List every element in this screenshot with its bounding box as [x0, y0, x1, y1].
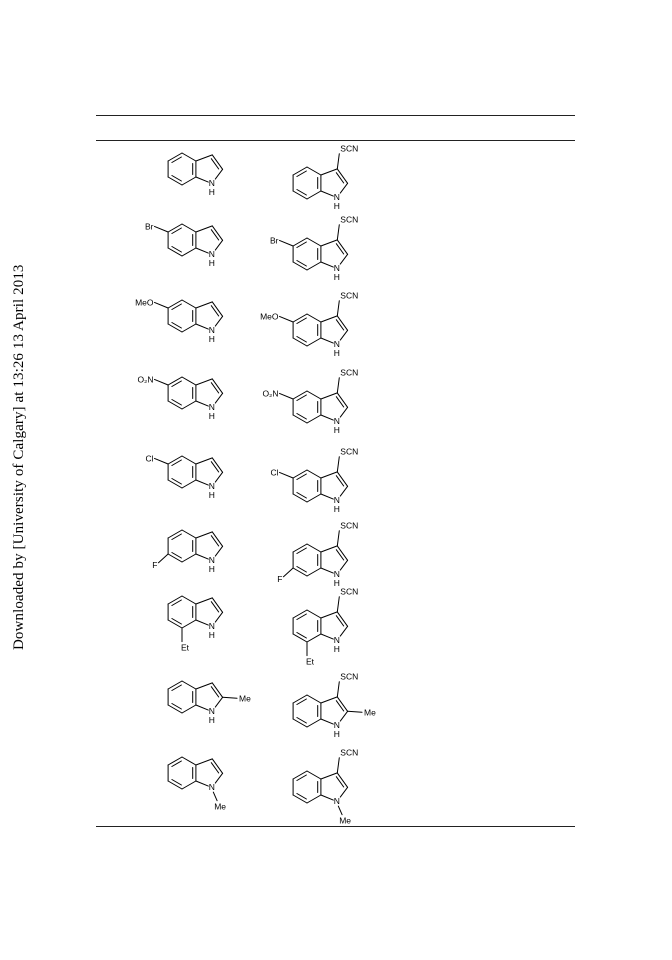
substituent-label: Cl: [270, 467, 278, 477]
nitrogen-label: N: [334, 569, 340, 579]
nh-hydrogen-label: H: [334, 504, 340, 514]
starting-indole-5: NH Cl: [145, 453, 224, 500]
table-bottom-rule: [96, 826, 575, 828]
substituent-label: Me: [214, 802, 226, 812]
nh-hydrogen-label: H: [334, 578, 340, 588]
scn-label: SCN: [340, 672, 358, 682]
nh-hydrogen-label: H: [334, 729, 340, 739]
substituent-label: O₂N: [137, 374, 153, 384]
substituent-label: Me: [239, 693, 251, 703]
thiocyanato-indole-2: NH SCN Br: [270, 215, 358, 282]
nitrogen-label: N: [334, 796, 340, 806]
starting-indole-4: NH O₂N: [137, 374, 224, 421]
table-top-rule: [96, 115, 575, 117]
nh-hydrogen-label: H: [209, 187, 215, 197]
nitrogen-label: N: [209, 706, 215, 716]
nitrogen-label: N: [209, 249, 215, 259]
nh-hydrogen-label: H: [209, 715, 215, 725]
nitrogen-label: N: [209, 178, 215, 188]
nitrogen-label: N: [334, 495, 340, 505]
thiocyanato-indole-6: NH SCN F: [277, 521, 358, 588]
thiocyanato-indole-4: NH SCN O₂N: [262, 368, 358, 435]
nitrogen-label: N: [334, 720, 340, 730]
thiocyanato-indole-8: NH SCN Me: [292, 672, 376, 739]
thiocyanato-indole-1: NH SCN: [292, 144, 358, 211]
nh-hydrogen-label: H: [334, 348, 340, 358]
scn-label: SCN: [340, 368, 358, 378]
starting-indole-8: NH Me: [167, 680, 251, 725]
substituent-label: Et: [306, 657, 315, 667]
nh-hydrogen-label: H: [209, 411, 215, 421]
nh-hydrogen-label: H: [209, 490, 215, 500]
nh-hydrogen-label: H: [334, 272, 340, 282]
nh-hydrogen-label: H: [209, 630, 215, 640]
substituent-label: MeO: [260, 311, 279, 321]
starting-indole-3: NH MeO: [135, 297, 224, 344]
nh-hydrogen-label: H: [334, 425, 340, 435]
scn-label: SCN: [340, 521, 358, 531]
substituent-label: MeO: [135, 297, 154, 307]
scn-label: SCN: [340, 215, 358, 225]
scn-label: SCN: [340, 291, 358, 301]
thiocyanato-indole-9: N SCN Me: [292, 748, 358, 826]
nitrogen-label: N: [334, 416, 340, 426]
thiocyanato-indole-7: NH SCN Et: [292, 587, 358, 667]
starting-indole-7: NH Et: [167, 595, 224, 653]
substituent-label: Cl: [145, 453, 153, 463]
nitrogen-label: N: [209, 782, 215, 792]
nitrogen-label: N: [334, 339, 340, 349]
table-header-rule: [96, 140, 575, 141]
substituent-label: Me: [364, 707, 376, 717]
substituent-label: F: [152, 560, 157, 570]
substituent-label: O₂N: [262, 388, 278, 398]
starting-indole-9: N Me: [167, 756, 226, 812]
starting-indole-2: NH Br: [145, 221, 224, 268]
nh-hydrogen-label: H: [334, 644, 340, 654]
nitrogen-label: N: [209, 621, 215, 631]
substituent-label: Br: [270, 235, 279, 245]
scn-label: SCN: [340, 748, 358, 758]
scn-label: SCN: [340, 447, 358, 457]
nh-hydrogen-label: H: [334, 201, 340, 211]
nitrogen-label: N: [334, 263, 340, 273]
substituent-label: F: [277, 574, 282, 584]
thiocyanato-indole-3: NH SCN MeO: [260, 291, 358, 358]
starting-indole-6: NH F: [152, 529, 224, 574]
nitrogen-label: N: [334, 635, 340, 645]
thiocyanato-indole-5: NH SCN Cl: [270, 447, 358, 514]
substituent-label: Et: [181, 643, 190, 653]
nitrogen-label: N: [209, 402, 215, 412]
substituent-label: Br: [145, 221, 154, 231]
substituent-label: Me: [339, 816, 351, 826]
nh-hydrogen-label: H: [209, 564, 215, 574]
nitrogen-label: N: [209, 555, 215, 565]
starting-indole-1: NH: [167, 152, 224, 197]
scn-label: SCN: [340, 587, 358, 597]
nitrogen-label: N: [209, 481, 215, 491]
nitrogen-label: N: [209, 325, 215, 335]
nh-hydrogen-label: H: [209, 334, 215, 344]
scn-label: SCN: [340, 144, 358, 154]
nitrogen-label: N: [334, 192, 340, 202]
nh-hydrogen-label: H: [209, 258, 215, 268]
